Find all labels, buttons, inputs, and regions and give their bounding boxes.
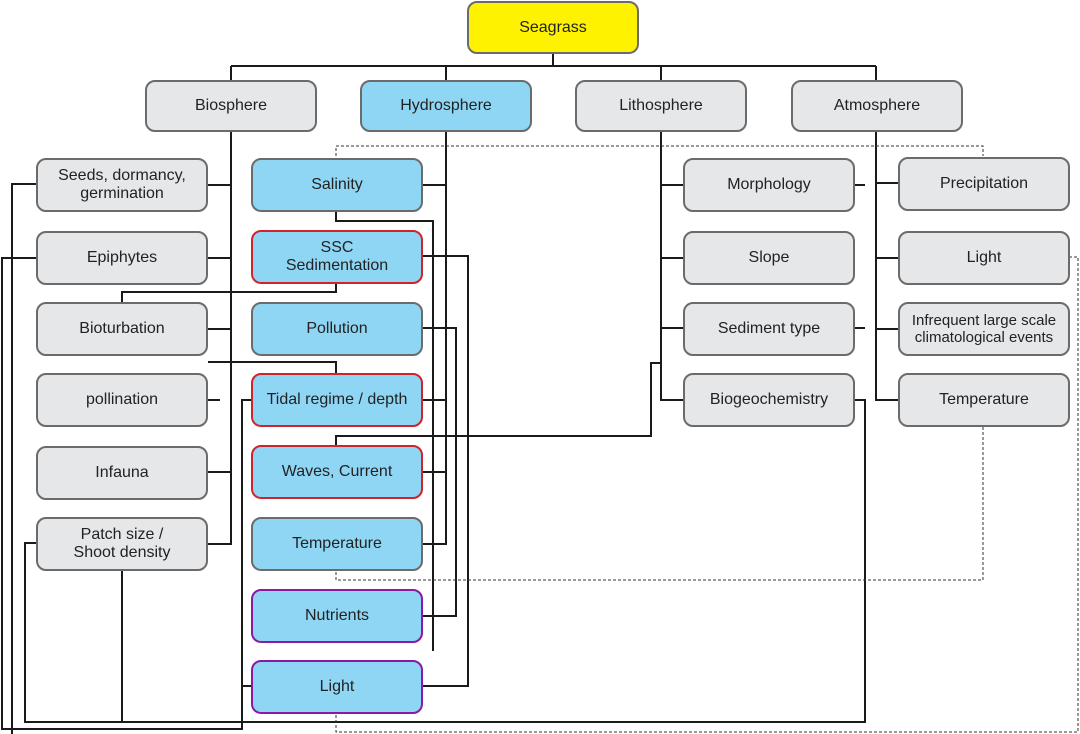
biogeochem-link (24, 399, 866, 723)
sphere-biosphere: Biosphere (145, 80, 317, 132)
bio-bioturbation: Bioturbation (36, 302, 208, 356)
bio-infauna: Infauna (36, 446, 208, 500)
hydro-light: Light (251, 660, 423, 714)
pollution-link (422, 327, 457, 617)
lithosphere-ticks (661, 184, 683, 329)
hydro-left-ticks (208, 399, 252, 687)
hydro-pollution: Pollution (251, 302, 423, 356)
atmo-temperature: Temperature (898, 373, 1070, 427)
seeds-left-link (11, 183, 36, 734)
root-bus (230, 53, 877, 80)
sediment-to-waves (335, 355, 662, 446)
litho-sediment-type: Sediment type (683, 302, 855, 356)
bio-patch-size: Patch size / Shoot density (36, 517, 208, 571)
atmo-precipitation: Precipitation (898, 157, 1070, 211)
bio-epiphytes: Epiphytes (36, 231, 208, 285)
atmosphere-ticks (876, 182, 898, 330)
root-node-seagrass: Seagrass (467, 1, 639, 54)
dotted-top-loop (335, 145, 984, 156)
sphere-atmosphere: Atmosphere (791, 80, 963, 132)
hydro-tidal: Tidal regime / depth (251, 373, 423, 427)
atmo-light: Light (898, 231, 1070, 285)
atmosphere-spine (875, 131, 898, 401)
hydro-waves: Waves, Current (251, 445, 423, 499)
sphere-lithosphere: Lithosphere (575, 80, 747, 132)
dotted-light-loop (335, 256, 1079, 733)
bio-seeds: Seeds, dormancy, germination (36, 158, 208, 212)
dotted-temperature-loop (335, 427, 984, 581)
sphere-hydrosphere: Hydrosphere (360, 80, 532, 132)
ssc-right-link (422, 255, 469, 687)
hydro-ssc: SSC Sedimentation (251, 230, 423, 284)
atmo-infrequent-events: Infrequent large scale climatological ev… (898, 302, 1070, 356)
litho-morphology: Morphology (683, 158, 855, 212)
hydro-salinity: Salinity (251, 158, 423, 212)
hydrosphere-spine (422, 131, 447, 545)
epiphytes-left-link (1, 257, 252, 730)
hydro-nutrients: Nutrients (251, 589, 423, 643)
lithosphere-spine (660, 131, 683, 401)
bio-pollination: pollination (36, 373, 208, 427)
biosphere-ticks (208, 184, 231, 473)
hydro-temperature: Temperature (251, 517, 423, 571)
bioturbation-right-link (208, 361, 337, 373)
ssc-to-bioturbation (121, 283, 337, 302)
litho-biogeochemistry: Biogeochemistry (683, 373, 855, 427)
litho-slope: Slope (683, 231, 855, 285)
biosphere-spine (208, 131, 232, 545)
